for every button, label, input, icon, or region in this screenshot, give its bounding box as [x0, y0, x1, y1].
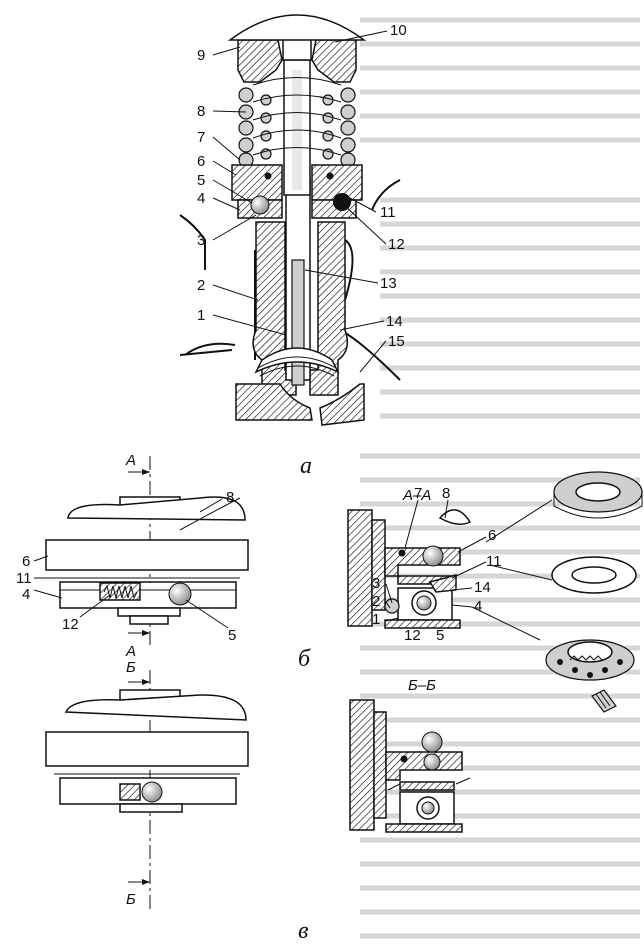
leaders-b-right: [385, 499, 553, 641]
label-b-11: 11: [16, 570, 32, 587]
label-a-8: 8: [197, 103, 205, 120]
label-br-7: 7: [414, 485, 422, 502]
label-a-7: 7: [197, 129, 205, 146]
leaders-b: [33, 498, 229, 629]
label-br-3: 3: [372, 575, 380, 592]
label-b-6: 6: [22, 553, 30, 570]
label-br-4: 4: [474, 598, 482, 615]
section-mark-a-bottom: А: [125, 643, 136, 660]
label-a-12: 12: [388, 236, 405, 253]
figure-v-section-bb: [349, 699, 471, 833]
figure-b-exterior: [45, 456, 249, 646]
label-a-4: 4: [197, 190, 205, 207]
spring-coils: [238, 77, 356, 183]
section-mark-b-bottom: Б: [126, 891, 136, 908]
section-mark-a-top: А: [125, 452, 136, 469]
leaders-a: [212, 30, 388, 373]
section-title-aa: А–А: [402, 487, 431, 504]
label-a-3: 3: [197, 232, 205, 249]
label-b-5: 5: [228, 627, 236, 644]
label-a-2: 2: [197, 277, 205, 294]
label-a-13: 13: [380, 275, 397, 292]
figure-b-section-aa: [347, 509, 472, 629]
label-b-8: 8: [226, 489, 234, 506]
label-a-10: 10: [390, 22, 407, 39]
figure-b-labels: А А 8 6 11 4 12 5: [16, 452, 236, 660]
figure-a-section: [179, 14, 401, 426]
label-a-5: 5: [197, 172, 205, 189]
caption-b: б: [298, 646, 311, 672]
label-a-15: 15: [388, 333, 405, 350]
caption-a: а: [300, 453, 312, 479]
section-mark-b-top: Б: [126, 659, 136, 676]
label-a-14: 14: [386, 313, 403, 330]
figure-a-labels: 9 10 8 7 6 5 4 3 2 1 11 12 13 14 15: [197, 22, 407, 350]
label-br-12: 12: [404, 627, 421, 644]
section-title-bb: Б–Б: [408, 677, 436, 694]
label-br-6: 6: [488, 527, 496, 544]
label-b-12: 12: [62, 616, 79, 633]
exploded-parts: [545, 471, 643, 713]
label-br-2: 2: [372, 593, 380, 610]
label-b-4: 4: [22, 586, 30, 603]
label-a-6: 6: [197, 153, 205, 170]
label-br-5: 5: [436, 627, 444, 644]
label-a-1: 1: [197, 307, 205, 324]
figure-v-exterior: [45, 670, 249, 910]
label-br-11: 11: [486, 553, 502, 570]
label-a-11: 11: [380, 204, 396, 221]
figure-b-right-labels: А–А 7 8 6 11 3 2 1 14 4 12 5: [372, 485, 502, 644]
label-br-1: 1: [372, 611, 380, 628]
label-a-9: 9: [197, 47, 205, 64]
label-br-14: 14: [474, 579, 491, 596]
caption-v: в: [298, 918, 308, 944]
label-br-8: 8: [442, 485, 450, 502]
